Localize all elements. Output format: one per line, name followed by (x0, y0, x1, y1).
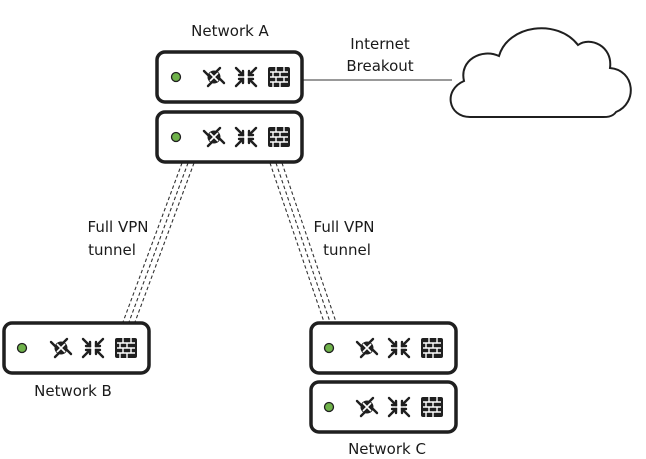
status-led-icon (323, 401, 335, 413)
vpn-left-label-line1: Full VPN (87, 218, 149, 236)
status-led-icon (170, 71, 182, 83)
network-c-label: Network C (348, 440, 426, 458)
vpn-right-label-line1: Full VPN (313, 218, 375, 236)
internet-label-line2: Breakout (346, 57, 414, 75)
appliance-a2 (155, 110, 304, 164)
internet-label-line1: Internet (350, 35, 410, 53)
firewall-icon (420, 396, 444, 418)
network-a-label: Network A (191, 22, 269, 40)
appliance-c2 (309, 380, 458, 434)
firewall-icon (114, 337, 138, 359)
vpn-left-label-line2: tunnel (88, 241, 136, 259)
network-b-label: Network B (34, 382, 112, 400)
vpn-right-label-line2: tunnel (323, 241, 371, 259)
vpn-tunnel-left (122, 162, 195, 323)
appliance-b1 (2, 321, 151, 375)
appliance-c1 (309, 321, 458, 375)
internet-cloud-icon (449, 27, 632, 119)
appliance-a1 (155, 50, 304, 104)
vpn-tunnel-right (269, 162, 337, 323)
firewall-icon (420, 337, 444, 359)
firewall-icon (267, 66, 291, 88)
status-led-icon (323, 342, 335, 354)
status-led-icon (170, 131, 182, 143)
firewall-icon (267, 126, 291, 148)
status-led-icon (16, 342, 28, 354)
